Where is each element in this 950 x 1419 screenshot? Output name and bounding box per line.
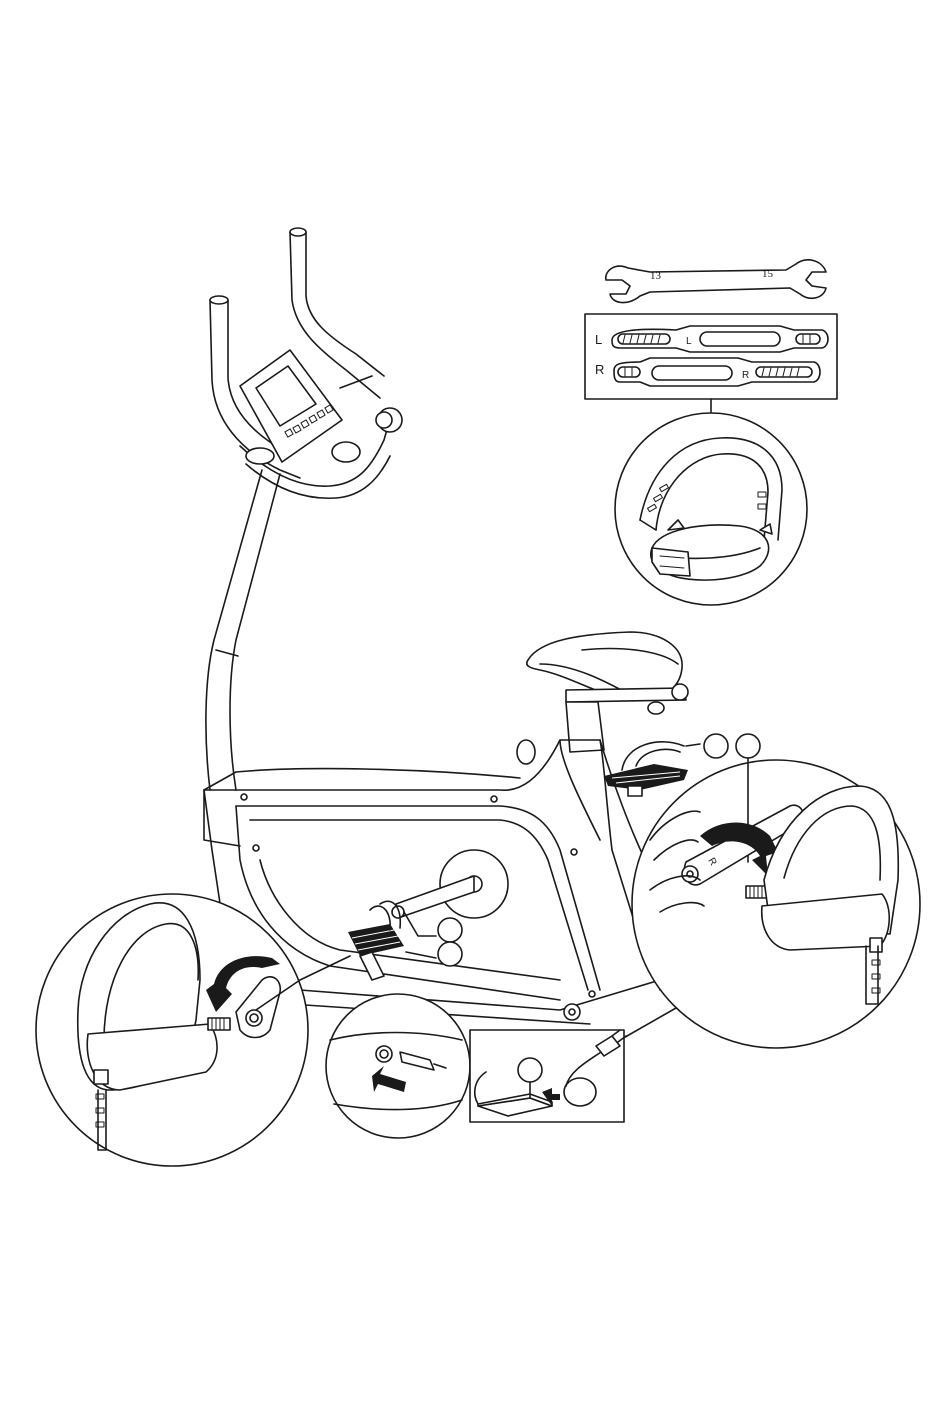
- pedal-strap-box: L R L: [585, 314, 837, 412]
- right-strap-letter: R: [742, 370, 749, 381]
- wrench: 13 15: [606, 260, 826, 303]
- left-strap: L: [612, 326, 828, 352]
- seat-assembly: [517, 632, 688, 764]
- handlebar-assembly: [210, 228, 402, 498]
- front-post: [206, 470, 280, 790]
- callout-circle: [438, 942, 462, 966]
- left-pedal-detail: [36, 894, 308, 1166]
- callout-circle: [704, 734, 728, 758]
- right-pedal-detail: R: [632, 758, 920, 1048]
- callout-circle: [438, 918, 462, 942]
- left-strap-letter: L: [686, 336, 692, 347]
- console-knob: [332, 442, 360, 462]
- wrench-size-15: 15: [762, 268, 774, 280]
- left-strap-side-label: L: [595, 332, 602, 347]
- right-strap-side-label: R: [595, 362, 604, 377]
- power-jack-detail: [326, 994, 470, 1138]
- strap-install-detail: [615, 413, 807, 605]
- power-adapter-box: [470, 1030, 626, 1122]
- callout-circle: [518, 1058, 542, 1082]
- wrench-size-13: 13: [650, 270, 662, 282]
- callout-circle: [736, 734, 760, 758]
- crank-assembly: [392, 850, 508, 966]
- right-strap: R: [614, 358, 820, 386]
